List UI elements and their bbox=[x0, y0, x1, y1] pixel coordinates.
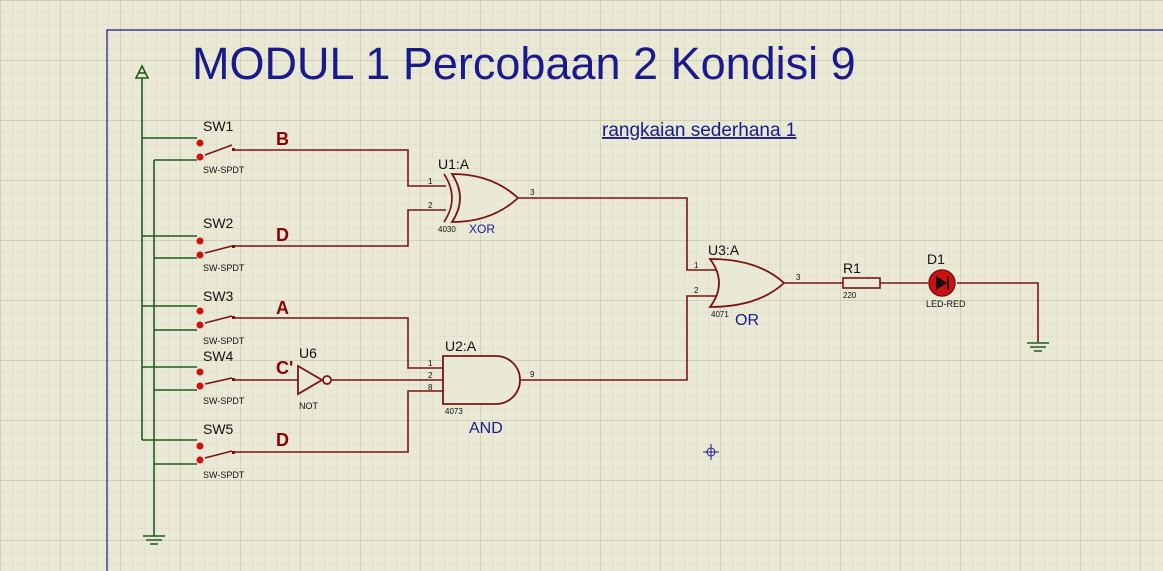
pin-label: 2 bbox=[428, 371, 433, 380]
switch-ref: SW3 bbox=[203, 288, 234, 304]
led-ref: D1 bbox=[927, 251, 945, 267]
pin-label: 1 bbox=[428, 177, 433, 186]
wires bbox=[235, 149, 1039, 453]
signal-label: D bbox=[276, 225, 289, 245]
switch-ref: SW2 bbox=[203, 215, 234, 231]
part-number: 4030 bbox=[438, 225, 456, 234]
resistor-ref: R1 bbox=[843, 260, 861, 276]
resistor-r1[interactable]: R1 220 bbox=[842, 260, 881, 300]
switch-ref: SW1 bbox=[203, 118, 234, 134]
and-gate-u2[interactable]: U2:A 1 2 8 9 4073 AND bbox=[428, 338, 535, 437]
pin-label: 2 bbox=[428, 201, 433, 210]
led-d1[interactable]: D1 LED-RED bbox=[926, 251, 966, 309]
gate-name: XOR bbox=[469, 222, 495, 236]
switch-type: SW-SPDT bbox=[203, 470, 245, 480]
gate-name: NOT bbox=[299, 401, 319, 411]
switch-sw3[interactable]: SW3 SW-SPDT A bbox=[142, 288, 289, 346]
switch-sw4[interactable]: SW4 SW-SPDT C' bbox=[142, 348, 293, 406]
subtitle-text: rangkaian sederhana 1 bbox=[602, 120, 796, 141]
switch-type: SW-SPDT bbox=[203, 336, 245, 346]
page-title: MODUL 1 Percobaan 2 Kondisi 9 bbox=[192, 38, 856, 89]
part-number: 4073 bbox=[445, 407, 463, 416]
gate-ref: U6 bbox=[299, 345, 317, 361]
pin-label: 9 bbox=[530, 370, 535, 379]
switch-type: SW-SPDT bbox=[203, 263, 245, 273]
switch-type: SW-SPDT bbox=[203, 165, 245, 175]
not-gate-u6[interactable]: U6 NOT bbox=[297, 345, 332, 411]
part-number: 4071 bbox=[711, 310, 729, 319]
pin-label: 2 bbox=[694, 286, 699, 295]
pin-label: 8 bbox=[428, 383, 433, 392]
switch-sw1[interactable]: SW1 SW-SPDT B bbox=[142, 118, 289, 175]
gate-ref: U1:A bbox=[438, 156, 470, 172]
resistor-value: 220 bbox=[843, 291, 857, 300]
sheet-border bbox=[106, 29, 1163, 571]
gate-ref: U3:A bbox=[708, 242, 740, 258]
signal-label: B bbox=[276, 129, 289, 149]
gate-name: AND bbox=[469, 420, 503, 437]
signal-label: C' bbox=[276, 358, 293, 378]
or-gate-u3[interactable]: U3:A 1 2 3 4071 OR bbox=[694, 242, 801, 329]
switch-ref: SW5 bbox=[203, 421, 234, 437]
pin-label: 1 bbox=[694, 261, 699, 270]
gate-name: OR bbox=[735, 312, 759, 329]
switch-ref: SW4 bbox=[203, 348, 234, 364]
signal-label: D bbox=[276, 430, 289, 450]
xor-gate-u1[interactable]: U1:A 1 2 3 4030 XOR bbox=[428, 156, 535, 236]
pin-label: 3 bbox=[796, 273, 801, 282]
signal-label: A bbox=[276, 298, 289, 318]
pin-label: 3 bbox=[530, 188, 535, 197]
switch-sw5[interactable]: SW5 SW-SPDT D bbox=[142, 421, 289, 480]
led-type: LED-RED bbox=[926, 299, 966, 309]
origin-marker-icon bbox=[703, 444, 719, 460]
gate-ref: U2:A bbox=[445, 338, 477, 354]
switch-sw2[interactable]: SW2 SW-SPDT D bbox=[142, 215, 289, 273]
pin-label: 1 bbox=[428, 359, 433, 368]
ground-symbol bbox=[1027, 342, 1049, 352]
switch-type: SW-SPDT bbox=[203, 396, 245, 406]
